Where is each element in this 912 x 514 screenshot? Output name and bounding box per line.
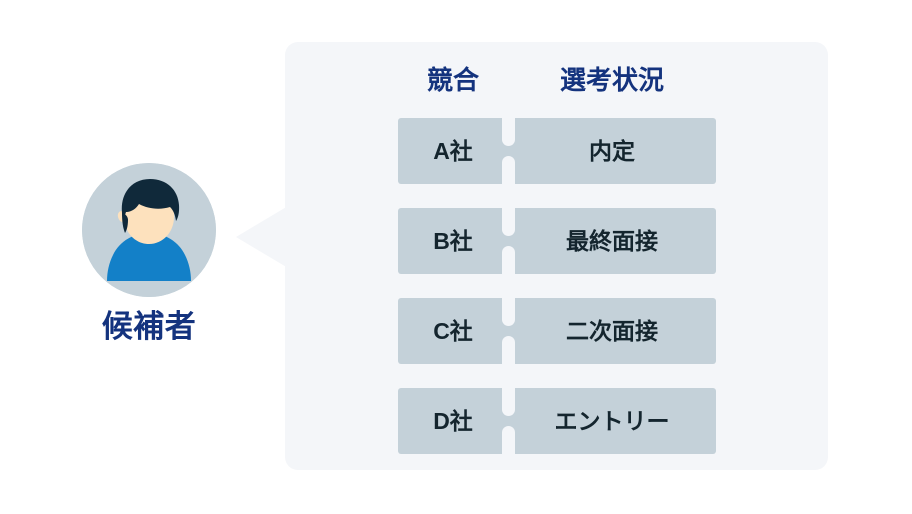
candidate-block: 候補者 [82, 163, 216, 342]
cell-status: 内定 [508, 118, 716, 184]
cell-competitor: C社 [398, 298, 508, 364]
competitor-status-panel: 競合 選考状況 A社 内定 B社 最終面接 C社 二次面接 [285, 42, 828, 470]
avatar-illustration [82, 163, 216, 297]
table-row: A社 内定 [398, 106, 716, 196]
candidate-label: 候補者 [101, 309, 197, 344]
column-header-competitor: 競合 [426, 65, 479, 95]
avatar [82, 163, 216, 297]
table-header-row: 競合 選考状況 [398, 42, 716, 118]
cell-status: 最終面接 [508, 208, 716, 274]
column-header-status: 選考状況 [559, 65, 664, 95]
cell-competitor: D社 [398, 388, 508, 454]
panel-pointer-tail [236, 206, 290, 268]
table-row: D社 エントリー [398, 376, 716, 466]
cell-status: エントリー [508, 388, 716, 454]
table-row: B社 最終面接 [398, 196, 716, 286]
competitor-status-table: 競合 選考状況 A社 内定 B社 最終面接 C社 二次面接 [398, 42, 716, 466]
cell-status: 二次面接 [508, 298, 716, 364]
cell-competitor: B社 [398, 208, 508, 274]
table-row: C社 二次面接 [398, 286, 716, 376]
cell-competitor: A社 [398, 118, 508, 184]
